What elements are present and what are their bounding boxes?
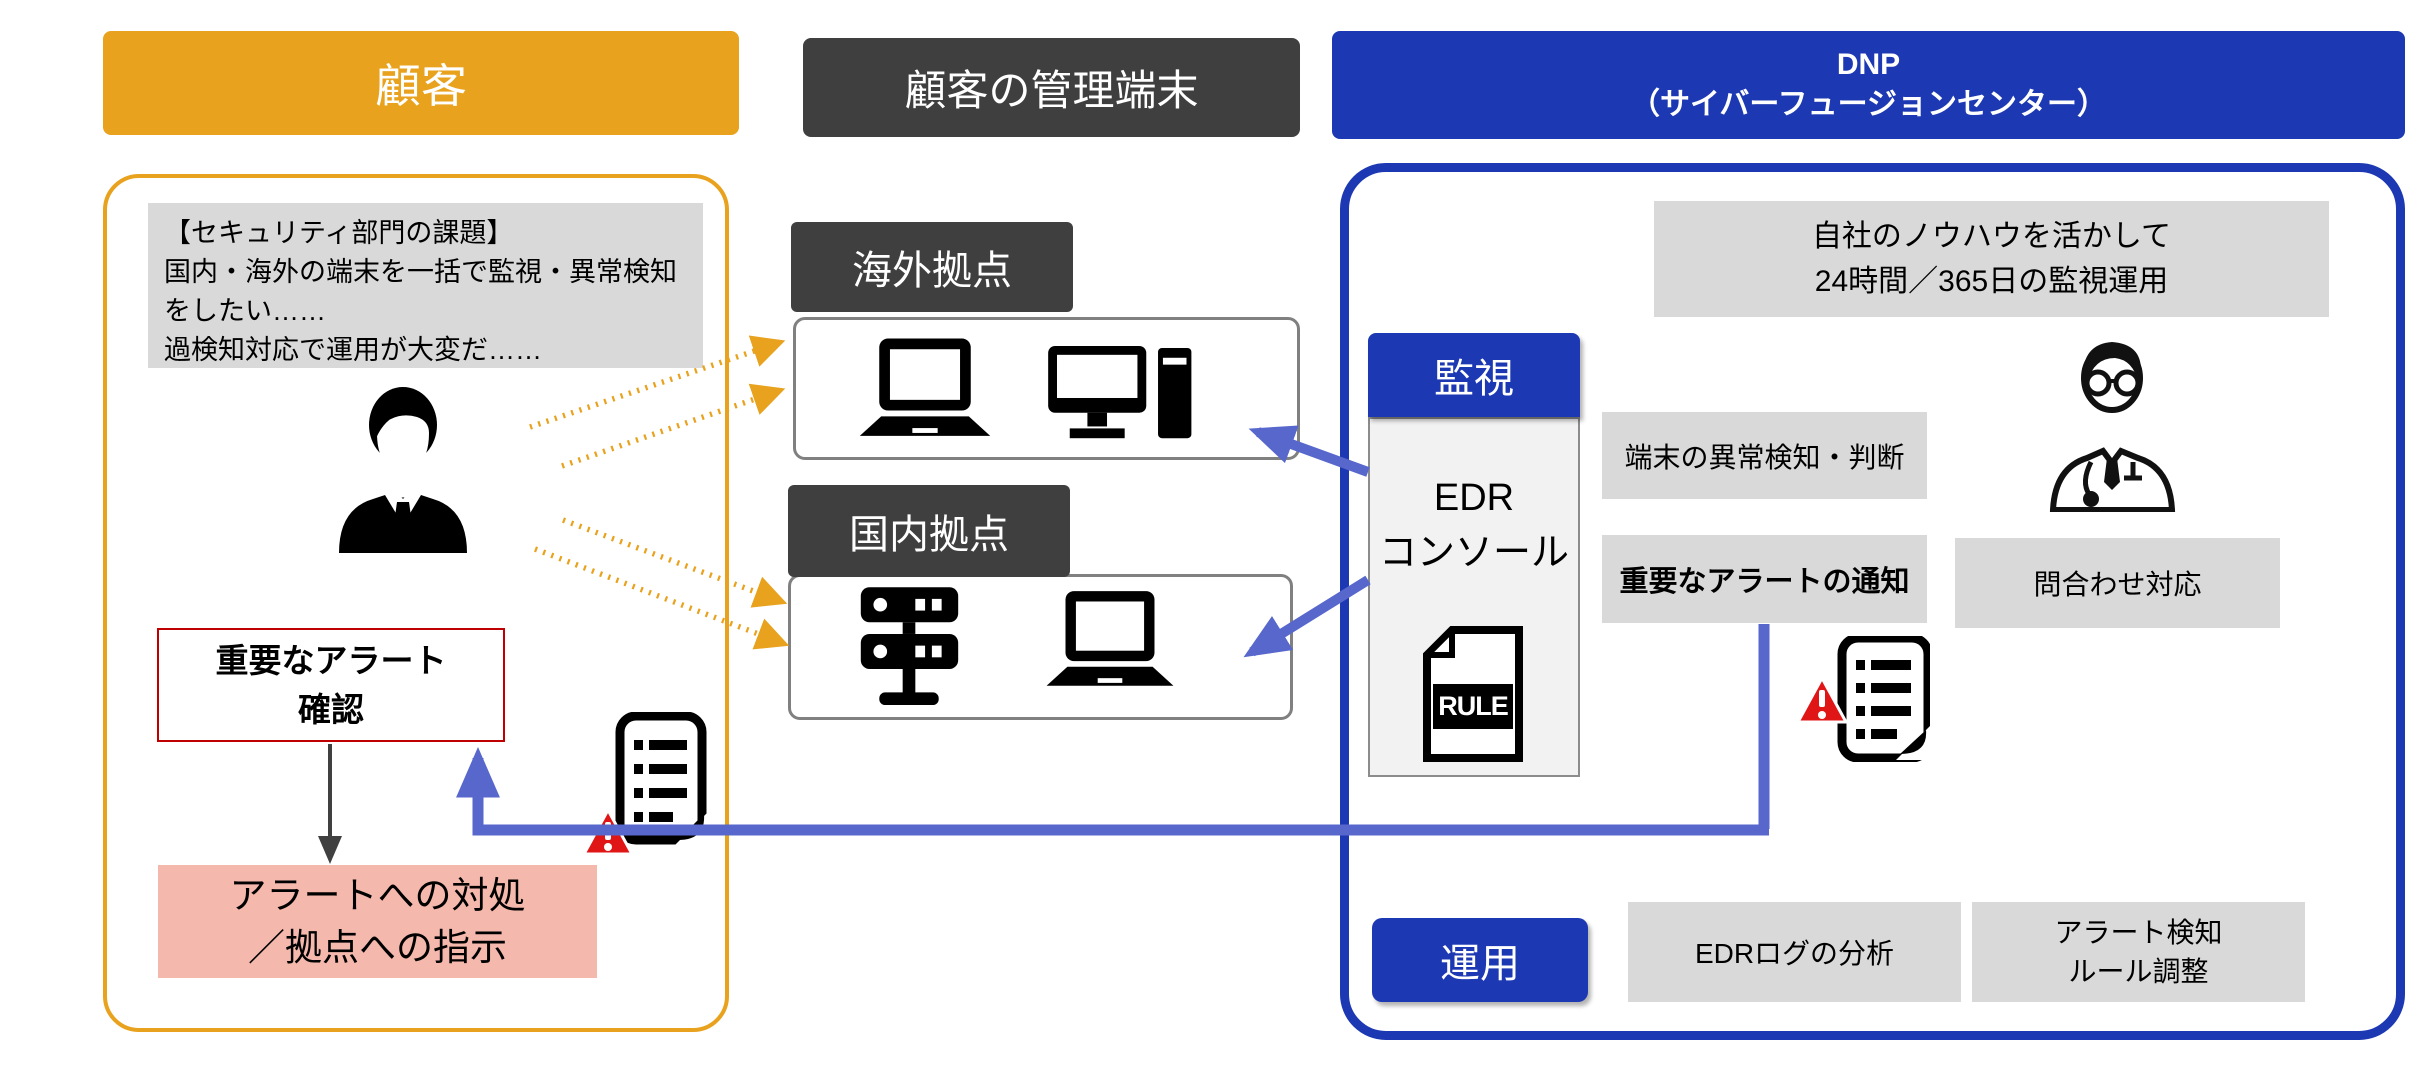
knowhow-line1: 自社のノウハウを活かして <box>1811 220 2172 253</box>
important-alert-notify-box: 重要なアラートの通知 <box>1602 535 1927 623</box>
dnp-header: DNP （サイバーフュージョンセンター） <box>1332 31 2405 139</box>
edr-console-box: EDR コンソール RULE <box>1368 417 1580 777</box>
edr-console-line1: EDR <box>1433 477 1515 519</box>
security-issues-box: 【セキュリティ部門の課題】 国内・海外の端末を一括で監視・異常検知をしたい…… … <box>148 203 703 368</box>
operations-section-label: 運用 <box>1372 918 1588 1002</box>
alert-report-icon <box>580 712 708 860</box>
rule-tuning-line1: アラート検知 <box>2054 916 2223 948</box>
edr-log-analysis-box: EDRログの分析 <box>1628 902 1961 1002</box>
alert-rule-tuning-box: アラート検知 ルール調整 <box>1972 902 2305 1002</box>
edr-console-line2: コンソール <box>1378 532 1569 575</box>
anomaly-detection-text: 端末の異常検知・判断 <box>1624 441 1905 473</box>
inquiry-support-text: 問合わせ対応 <box>2033 569 2202 600</box>
knowhow-box: 自社のノウハウを活かして 24時間／365日の監視運用 <box>1654 201 2329 317</box>
businessman-icon <box>333 380 473 554</box>
managed-terminals-header: 顧客の管理端末 <box>803 38 1300 137</box>
customer-header: 顧客 <box>103 31 739 135</box>
confirm-line2: 確認 <box>298 691 364 728</box>
issue-line: 【セキュリティ部門の課題】 <box>164 218 514 248</box>
response-line2: ／拠点への指示 <box>248 926 507 968</box>
managed-terminals-header-label: 顧客の管理端末 <box>904 67 1199 114</box>
domestic-site-text: 国内拠点 <box>849 513 1009 557</box>
overseas-site-text: 海外拠点 <box>852 249 1012 293</box>
inquiry-support-box: 問合わせ対応 <box>1955 538 2280 628</box>
issue-line: 過検知対応で運用が大変だ…… <box>164 335 542 366</box>
laptop-icon <box>1039 591 1181 700</box>
domestic-devices-box <box>788 574 1293 720</box>
rule-tuning-line2: ルール調整 <box>2068 956 2209 987</box>
domestic-site-label: 国内拠点 <box>788 485 1070 577</box>
edr-console-label: EDR コンソール <box>1370 471 1578 581</box>
server-icon <box>853 587 965 714</box>
important-alert-notify-text: 重要なアラートの通知 <box>1619 566 1910 598</box>
alert-report-icon <box>1796 636 1930 762</box>
monitoring-section-text: 監視 <box>1434 357 1514 401</box>
overseas-devices-box <box>793 317 1300 460</box>
alert-response-box: アラートへの対処 ／拠点への指示 <box>158 865 597 978</box>
response-line1: アラートへの対処 <box>229 874 526 916</box>
laptop-icon <box>852 338 998 451</box>
confirm-line1: 重要なアラート <box>215 641 447 679</box>
overseas-site-label: 海外拠点 <box>791 222 1073 312</box>
desktop-computer-icon <box>1048 346 1220 449</box>
rule-document-icon: RULE <box>1423 626 1523 762</box>
anomaly-detection-box: 端末の異常検知・判断 <box>1602 412 1927 499</box>
analyst-doctor-icon <box>2045 336 2180 512</box>
issue-line: 国内・海外の端末を一括で監視・異常検知をしたい…… <box>164 257 677 327</box>
dnp-header-line2: （サイバーフュージョンセンター） <box>1630 88 2107 121</box>
dnp-header-line1: DNP <box>1836 47 1901 81</box>
monitoring-section-label: 監視 <box>1368 333 1580 417</box>
rule-label: RULE <box>1438 691 1509 721</box>
knowhow-line2: 24時間／365日の監視運用 <box>1814 265 2169 298</box>
edr-log-analysis-text: EDRログの分析 <box>1694 938 1895 969</box>
operations-section-text: 運用 <box>1440 942 1520 986</box>
customer-header-label: 顧客 <box>375 60 467 112</box>
important-alert-confirm-box: 重要なアラート 確認 <box>157 628 505 742</box>
